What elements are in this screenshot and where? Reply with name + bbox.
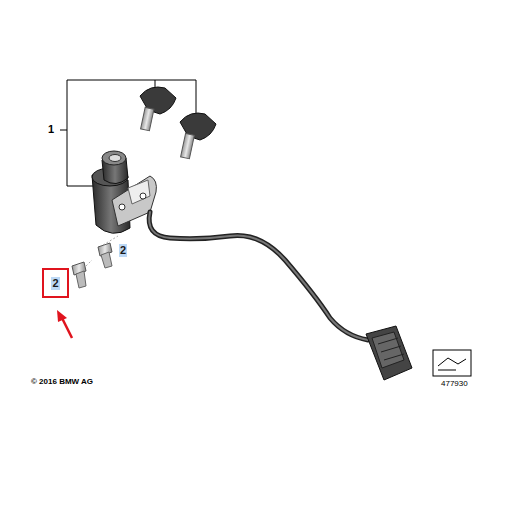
drawing-number: 477930 bbox=[441, 380, 468, 388]
screw bbox=[72, 262, 86, 288]
copyright-note: © 2016 BMW AG bbox=[31, 378, 93, 386]
screw bbox=[98, 243, 112, 268]
cable bbox=[149, 212, 368, 340]
callout-number: 2 bbox=[119, 244, 127, 257]
highlight-box: 2 bbox=[42, 268, 69, 298]
connector bbox=[366, 326, 412, 380]
view-icon bbox=[433, 350, 471, 376]
assembly-line bbox=[86, 236, 118, 266]
key bbox=[140, 87, 176, 131]
key bbox=[180, 113, 216, 159]
callout-number: 2 bbox=[51, 277, 59, 290]
callout-number: 1 bbox=[48, 124, 54, 135]
pointer-arrow bbox=[57, 310, 72, 338]
bracket-lines bbox=[60, 80, 196, 186]
